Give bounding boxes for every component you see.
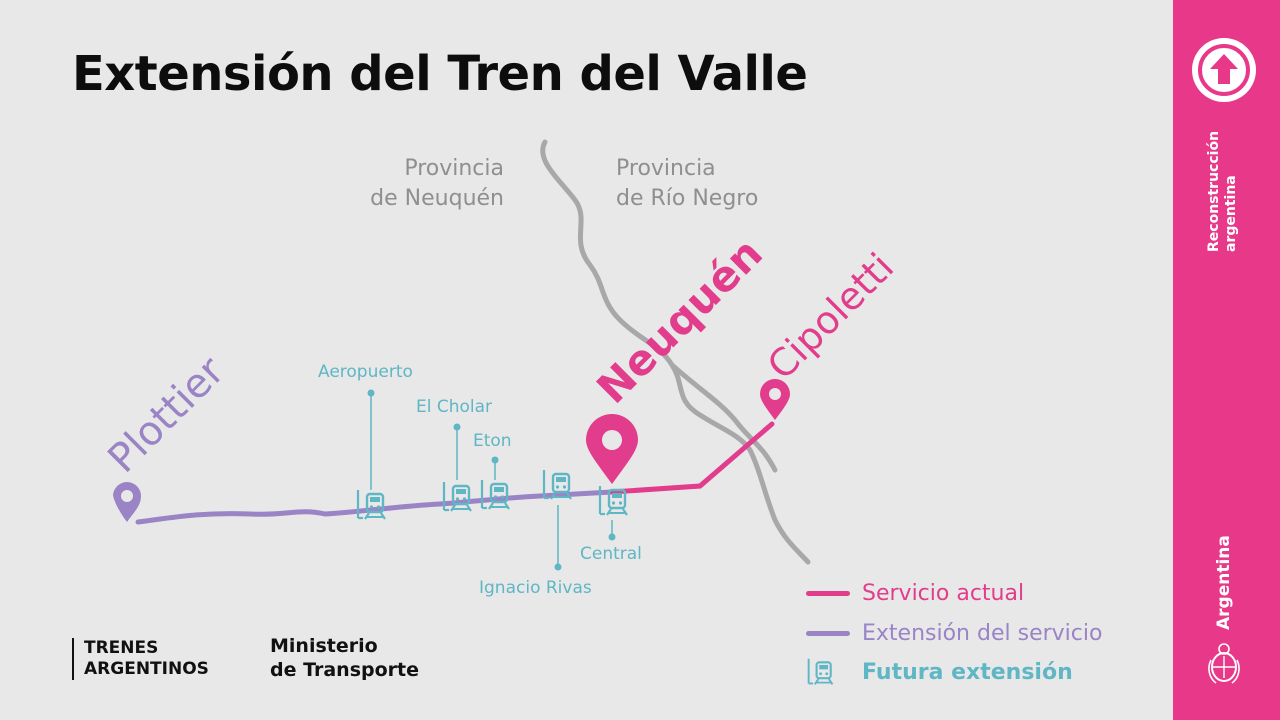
province-neuquen-label: Provincia de Neuquén xyxy=(370,156,504,211)
station-eton-label: Eton xyxy=(473,431,512,451)
province-rio-negro-label: Provincia de Río Negro xyxy=(616,156,759,211)
legend-extension-swatch xyxy=(806,630,850,636)
river-line xyxy=(540,139,811,565)
extension-service-line xyxy=(135,489,615,525)
aeropuerto-dot xyxy=(367,389,375,397)
el-cholar-dot xyxy=(453,423,461,431)
central-dot xyxy=(608,533,616,541)
river-branch-line xyxy=(669,362,778,473)
legend-current-service-swatch xyxy=(806,590,850,596)
legend-current-service: Servicio actual xyxy=(806,578,1024,608)
train-icon xyxy=(806,657,850,687)
coat-of-arms-icon xyxy=(1206,640,1242,686)
station-ignacio-rivas-label: Ignacio Rivas xyxy=(479,578,592,598)
current-service-line xyxy=(609,421,775,495)
train-icon xyxy=(356,488,387,521)
station-central-label: Central xyxy=(580,544,642,564)
legend-extension-service: Extensión del servicio xyxy=(806,618,1102,648)
ignacio-rivas-dot xyxy=(554,563,562,571)
brand-sidebar xyxy=(1173,0,1280,720)
trenes-argentinos-logo: TRENES ARGENTINOS xyxy=(72,638,209,680)
eton-dot xyxy=(491,456,499,464)
ministerio-transporte-logo: Ministerio de Transporte xyxy=(270,635,419,681)
map-canvas xyxy=(112,139,811,571)
station-el-cholar-label: El Cholar xyxy=(416,397,493,417)
map-title: Extensión del Tren del Valle xyxy=(72,46,808,102)
arrow-up-icon xyxy=(1192,38,1256,102)
train-icon xyxy=(442,480,473,513)
train-icon xyxy=(480,478,511,511)
legend-future-extension: Futura extensión xyxy=(806,657,1073,687)
neuquen-location-pin-icon xyxy=(586,414,638,484)
cipoletti-location-pin-icon xyxy=(760,379,790,420)
station-aeropuerto-label: Aeropuerto xyxy=(318,362,413,382)
argentina-text: Argentina xyxy=(1214,535,1234,630)
reconstruccion-argentina-text: Reconstrucción argentina xyxy=(1206,130,1239,252)
plottier-location-pin-icon xyxy=(112,482,141,522)
